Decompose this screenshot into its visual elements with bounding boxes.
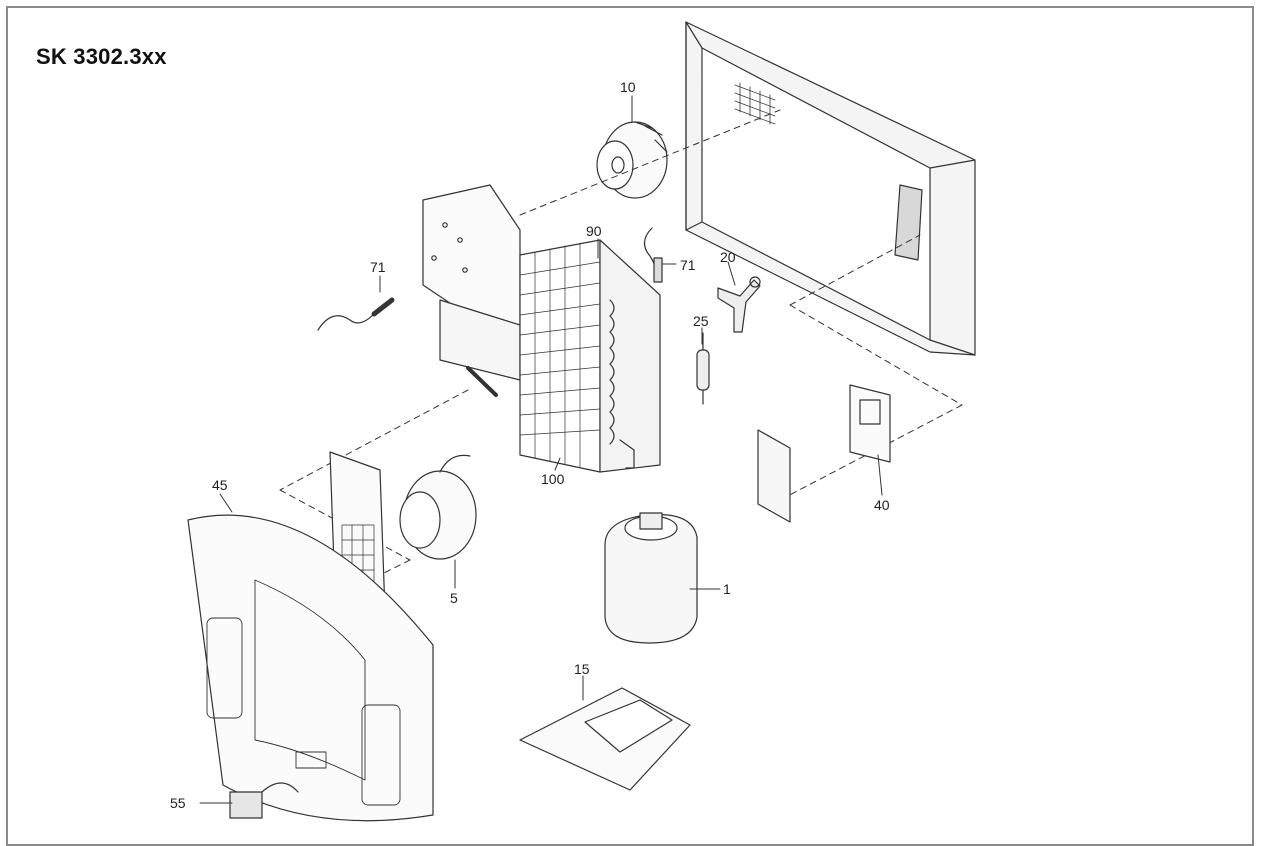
- callout-90: 90: [586, 223, 602, 239]
- pipe-stub: [466, 366, 498, 397]
- evaporator-assembly: [422, 184, 521, 381]
- diagram-title: SK 3302.3xx: [36, 44, 167, 69]
- callout-71-right: 71: [680, 257, 696, 273]
- callout-labels: 10 90 71 71 20 25 100 40 45 5 1 15 55: [170, 79, 890, 811]
- callout-100: 100: [541, 471, 565, 487]
- callout-5: 5: [450, 590, 458, 606]
- callout-25: 25: [693, 313, 709, 329]
- valve-20: [717, 276, 761, 333]
- front-cover-45: [187, 514, 434, 822]
- fan-10: [596, 121, 668, 199]
- filter-dryer-25: [696, 332, 710, 405]
- callout-20: 20: [720, 249, 736, 265]
- controller-board-40: [757, 384, 891, 523]
- fan-5: [399, 454, 477, 560]
- callout-40: 40: [874, 497, 890, 513]
- callout-45: 45: [212, 477, 228, 493]
- callout-71-left: 71: [370, 259, 386, 275]
- sensor-71-right: [643, 227, 663, 283]
- callout-15: 15: [574, 661, 590, 677]
- connector-55: [229, 782, 299, 819]
- accessory-kit-15: [519, 687, 691, 791]
- callout-1: 1: [723, 581, 731, 597]
- sensor-71-left: [317, 297, 395, 331]
- callout-10: 10: [620, 79, 636, 95]
- callout-55: 55: [170, 795, 186, 811]
- heat-exchanger-100: [519, 239, 661, 473]
- compressor-1: [604, 512, 698, 644]
- housing-frame: [685, 21, 976, 356]
- leader-lines: [199, 95, 883, 804]
